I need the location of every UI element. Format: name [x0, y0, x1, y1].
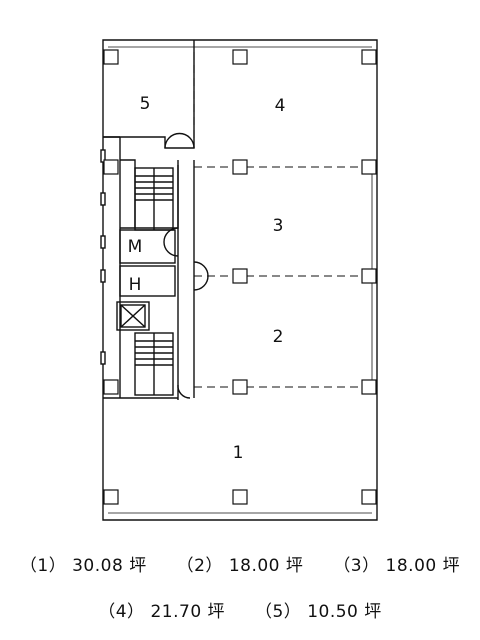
unit-label-4: 4 [275, 96, 286, 116]
elevator-box [116, 301, 150, 331]
column [103, 159, 119, 175]
area-item-2: （2） 18.00 坪 [176, 556, 304, 576]
column [361, 379, 377, 395]
window-mark [100, 235, 106, 249]
column [232, 159, 248, 175]
unit-label-3: 3 [273, 216, 284, 236]
hot-water-room-box [119, 265, 176, 297]
column [103, 49, 119, 65]
stair-lower [134, 332, 174, 396]
area-list-row-1: （1） 30.08 坪 （2） 18.00 坪 （3） 18.00 坪 [0, 551, 480, 576]
window-mark [100, 149, 106, 163]
unit-label-2: 2 [273, 327, 284, 347]
unit-label-1: 1 [233, 443, 244, 463]
column [361, 489, 377, 505]
column [103, 379, 119, 395]
window-mark [100, 351, 106, 365]
column [232, 379, 248, 395]
area-item-1: （1） 30.08 坪 [19, 556, 147, 576]
column [232, 268, 248, 284]
door-swing-bottom [177, 384, 191, 399]
window-mark [100, 269, 106, 283]
column [361, 268, 377, 284]
column [361, 159, 377, 175]
floor-plan: 5 4 3 2 1 M H [100, 39, 378, 521]
stair-upper [134, 167, 174, 231]
column [232, 489, 248, 505]
door-swing-m [163, 227, 179, 257]
column [361, 49, 377, 65]
unit-label-5: 5 [140, 94, 151, 114]
hot-water-room-label: H [129, 275, 142, 295]
column [103, 489, 119, 505]
machine-room-label: M [128, 237, 143, 257]
column [232, 49, 248, 65]
area-item-3: （3） 18.00 坪 [333, 556, 461, 576]
elevator-cab-icon [120, 304, 146, 328]
area-list-row-2: （4） 21.70 坪 （5） 10.50 坪 [0, 597, 480, 622]
window-mark [100, 192, 106, 206]
machine-room-box [119, 229, 176, 264]
door-swing-top [164, 132, 195, 149]
area-item-5: （5） 10.50 坪 [254, 602, 382, 622]
area-item-4: （4） 21.70 坪 [98, 602, 226, 622]
elevator-cross [120, 304, 146, 328]
